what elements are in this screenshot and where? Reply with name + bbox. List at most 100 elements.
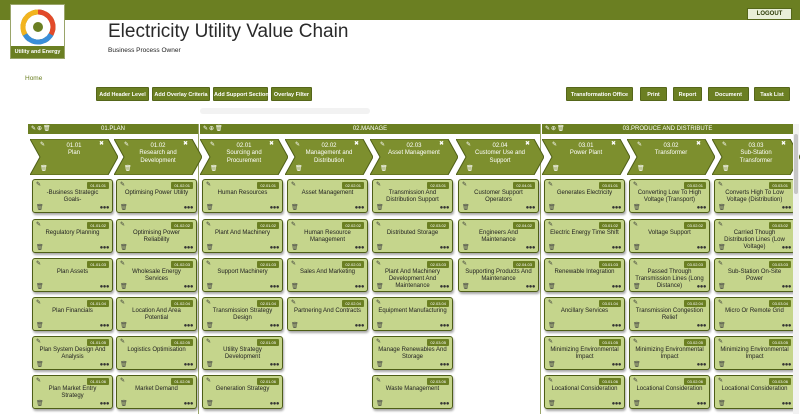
trash-icon[interactable]: 🗑 (380, 166, 388, 172)
edit-icon[interactable]: ✎ (718, 222, 724, 228)
edit-icon[interactable]: ✎ (548, 222, 554, 228)
trash-icon[interactable]: 🗑 (633, 362, 641, 368)
edit-icon[interactable]: ✎ (462, 182, 468, 188)
trash-icon[interactable]: 🗑 (36, 205, 44, 211)
trash-icon[interactable]: 🗑 (462, 205, 470, 211)
trash-icon[interactable]: 🗑 (376, 284, 384, 290)
more-options-icon[interactable]: ●●● (439, 205, 450, 211)
more-options-icon[interactable]: ●●● (354, 245, 365, 251)
edit-icon[interactable]: ✎ (633, 339, 639, 345)
edit-icon[interactable]: ✎ (548, 300, 554, 306)
close-icon[interactable]: ✖ (268, 141, 274, 147)
section-header-plan[interactable]: ✎⊕🗑 01.PLAN (28, 124, 198, 134)
more-options-icon[interactable]: ●●● (183, 205, 194, 211)
edit-icon[interactable]: ✎ (120, 300, 126, 306)
more-options-icon[interactable]: ●●● (525, 245, 536, 251)
more-options-icon[interactable]: ●●● (696, 245, 707, 251)
edit-icon[interactable]: ✎ (291, 261, 297, 267)
trash-icon[interactable]: 🗑 (718, 401, 726, 407)
more-options-icon[interactable]: ●●● (611, 401, 622, 407)
more-options-icon[interactable]: ●●● (183, 401, 194, 407)
trash-icon[interactable]: 🗑 (718, 362, 726, 368)
edit-icon[interactable]: ✎ (291, 300, 297, 306)
trash-icon[interactable]: 🗑 (120, 401, 128, 407)
trash-icon[interactable]: 🗑 (291, 205, 299, 211)
edit-icon[interactable]: ✎ (206, 300, 212, 306)
more-options-icon[interactable]: ●●● (611, 362, 622, 368)
trash-icon[interactable]: 🗑 (291, 323, 299, 329)
trash-icon[interactable]: 🗑 (120, 245, 128, 251)
trash-icon[interactable]: 🗑 (120, 284, 128, 290)
add-overlay-criteria-button[interactable]: Add Overlay Criteria (152, 87, 210, 101)
trash-icon[interactable]: 🗑 (548, 205, 556, 211)
edit-icon[interactable]: ✎ (718, 182, 724, 188)
more-options-icon[interactable]: ●●● (781, 245, 792, 251)
edit-icon[interactable]: ✎ (40, 142, 46, 148)
trash-icon[interactable]: 🗑 (120, 362, 128, 368)
more-options-icon[interactable]: ●●● (439, 323, 450, 329)
more-options-icon[interactable]: ●●● (696, 323, 707, 329)
document-button[interactable]: Document (708, 87, 749, 101)
edit-icon[interactable]: ✎ (36, 378, 42, 384)
trash-icon[interactable]: 🗑 (548, 323, 556, 329)
edit-icon[interactable]: ✎ (291, 182, 297, 188)
edit-icon[interactable]: ✎ (633, 182, 639, 188)
more-options-icon[interactable]: ●●● (354, 323, 365, 329)
trash-icon[interactable]: 🗑 (633, 245, 641, 251)
trash-icon[interactable]: 🗑 (376, 205, 384, 211)
edit-icon[interactable]: ✎ (552, 142, 558, 148)
report-button[interactable]: Report (673, 87, 702, 101)
horizontal-scrollbar[interactable] (200, 108, 370, 114)
home-link[interactable]: Home (25, 75, 43, 82)
more-options-icon[interactable]: ●●● (99, 284, 110, 290)
edit-icon[interactable]: ✎ (380, 142, 386, 148)
more-options-icon[interactable]: ●●● (99, 205, 110, 211)
trash-icon[interactable]: 🗑 (466, 166, 474, 172)
edit-icon[interactable]: ✎ (548, 378, 554, 384)
trash-icon[interactable]: 🗑 (36, 362, 44, 368)
trash-icon[interactable]: 🗑 (718, 205, 726, 211)
more-options-icon[interactable]: ●●● (354, 205, 365, 211)
trash-icon[interactable]: 🗑 (36, 245, 44, 251)
more-options-icon[interactable]: ●●● (269, 401, 280, 407)
more-options-icon[interactable]: ●●● (354, 284, 365, 290)
edit-icon[interactable]: ✎ (633, 261, 639, 267)
more-options-icon[interactable]: ●●● (611, 205, 622, 211)
section-header-produce-distribute[interactable]: ✎⊕🗑 03.PRODUCE AND DISTRIBUTE (542, 124, 793, 134)
edit-icon[interactable]: ✎ (548, 261, 554, 267)
more-options-icon[interactable]: ●●● (183, 284, 194, 290)
section-header-manage[interactable]: ✎⊕🗑 02.MANAGE (200, 124, 540, 134)
trash-icon[interactable]: 🗑 (462, 284, 470, 290)
edit-icon[interactable]: ✎ (120, 261, 126, 267)
overlay-filter-button[interactable]: Overlay Filter (271, 87, 312, 101)
edit-icon[interactable]: ✎ (633, 300, 639, 306)
trash-icon[interactable]: 🗑 (633, 284, 641, 290)
close-icon[interactable]: ✖ (98, 141, 104, 147)
more-options-icon[interactable]: ●●● (696, 284, 707, 290)
